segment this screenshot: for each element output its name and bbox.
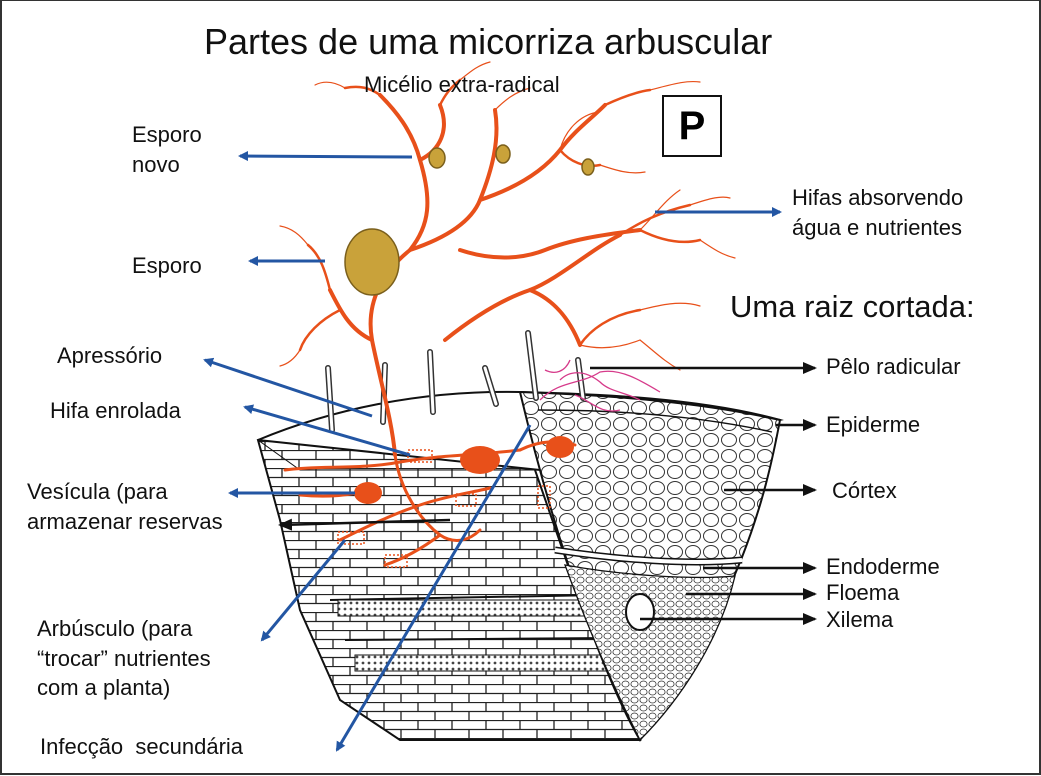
label-epiderme: Epiderme <box>826 410 920 440</box>
label-esporo: Esporo <box>132 251 202 281</box>
label-vesicula: Vesícula (para armazenar reservas <box>27 477 223 536</box>
label-esporo-novo: Esporo novo <box>132 120 202 179</box>
extraradical-mycelium-label: Micélio extra-radical <box>364 74 560 96</box>
label-hifas-absorvendo: Hifas absorvendo água e nutrientes <box>792 183 963 242</box>
label-hifa-enrolada: Hifa enrolada <box>50 396 181 426</box>
label-arbusculo: Arbúsculo (para “trocar” nutrientes com … <box>37 614 211 703</box>
section-heading: Uma raiz cortada: <box>730 291 975 322</box>
label-pelo-radicular: Pêlo radicular <box>826 352 961 382</box>
panel-badge: P <box>662 95 722 157</box>
label-infeccao-secundaria: Infecção secundária <box>40 732 243 762</box>
label-apressorio: Apressório <box>57 341 162 371</box>
spores <box>345 145 594 295</box>
label-cortex: Córtex <box>832 476 897 506</box>
diagram-title: Partes de uma micorriza arbuscular <box>204 24 772 60</box>
label-xilema: Xilema <box>826 605 893 635</box>
label-floema: Floema <box>826 578 899 608</box>
